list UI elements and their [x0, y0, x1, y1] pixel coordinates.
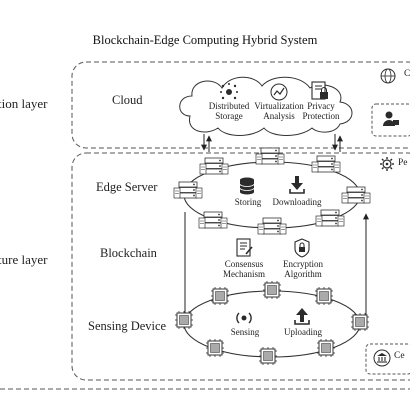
gear-network-icon — [380, 157, 394, 171]
server-node — [173, 181, 203, 199]
blockchain-label: Blockchain — [100, 246, 157, 260]
globe-icon — [380, 68, 396, 84]
sensing-item-label: Uploading — [284, 327, 322, 337]
distributed-storage-icon — [220, 83, 238, 100]
server-node — [255, 147, 285, 165]
sensing-item-label: Sensing — [230, 327, 260, 337]
sensor-chip — [316, 338, 336, 358]
server-node — [341, 186, 371, 204]
bank-building-icon — [373, 349, 391, 367]
download-icon — [289, 176, 305, 194]
right-panel-pe-label: Pe — [398, 158, 408, 168]
upper-layer-label: tion layer — [0, 96, 48, 111]
sensor-chip — [262, 280, 282, 300]
diagram-title: Blockchain-Edge Computing Hybrid System — [92, 33, 318, 47]
sensor-chip — [350, 312, 370, 332]
right-panel-ce-label: Ce — [394, 351, 405, 361]
cloud-label: Cloud — [112, 93, 143, 107]
user-security-box — [371, 103, 410, 137]
sensor-chip — [205, 338, 225, 358]
lower-layer-box — [71, 152, 410, 381]
sensing-signal-icon — [236, 312, 252, 324]
cloud-shape — [179, 76, 353, 136]
server-node — [198, 211, 228, 229]
server-node — [257, 217, 287, 235]
privacy-document-icon — [311, 81, 328, 100]
sensor-chip — [258, 346, 278, 366]
database-icon — [239, 177, 255, 195]
upper-layer-box — [71, 61, 410, 149]
server-node — [311, 155, 341, 173]
sensing-device-label: Sensing Device — [88, 319, 167, 333]
sensor-chip — [174, 310, 194, 330]
center-box — [365, 343, 410, 375]
edge-item-label: Storing — [234, 197, 262, 207]
edge-server-label: Edge Server — [96, 180, 158, 194]
sensor-chip — [210, 286, 230, 306]
server-node — [199, 157, 229, 175]
lower-layer-label: ture layer — [0, 252, 48, 267]
edge-item-label: Downloading — [272, 197, 322, 207]
consensus-document-icon — [236, 238, 253, 257]
sensor-chip — [314, 286, 334, 306]
user-lock-icon — [383, 111, 399, 126]
analysis-chart-icon — [270, 83, 288, 101]
cloud-edge-arrows-left — [201, 134, 212, 152]
upload-icon — [294, 308, 310, 325]
right-panel-top-label: C — [404, 69, 410, 79]
server-node — [315, 209, 345, 227]
encryption-shield-icon — [294, 238, 310, 258]
cloud-edge-arrows-right — [332, 134, 343, 152]
